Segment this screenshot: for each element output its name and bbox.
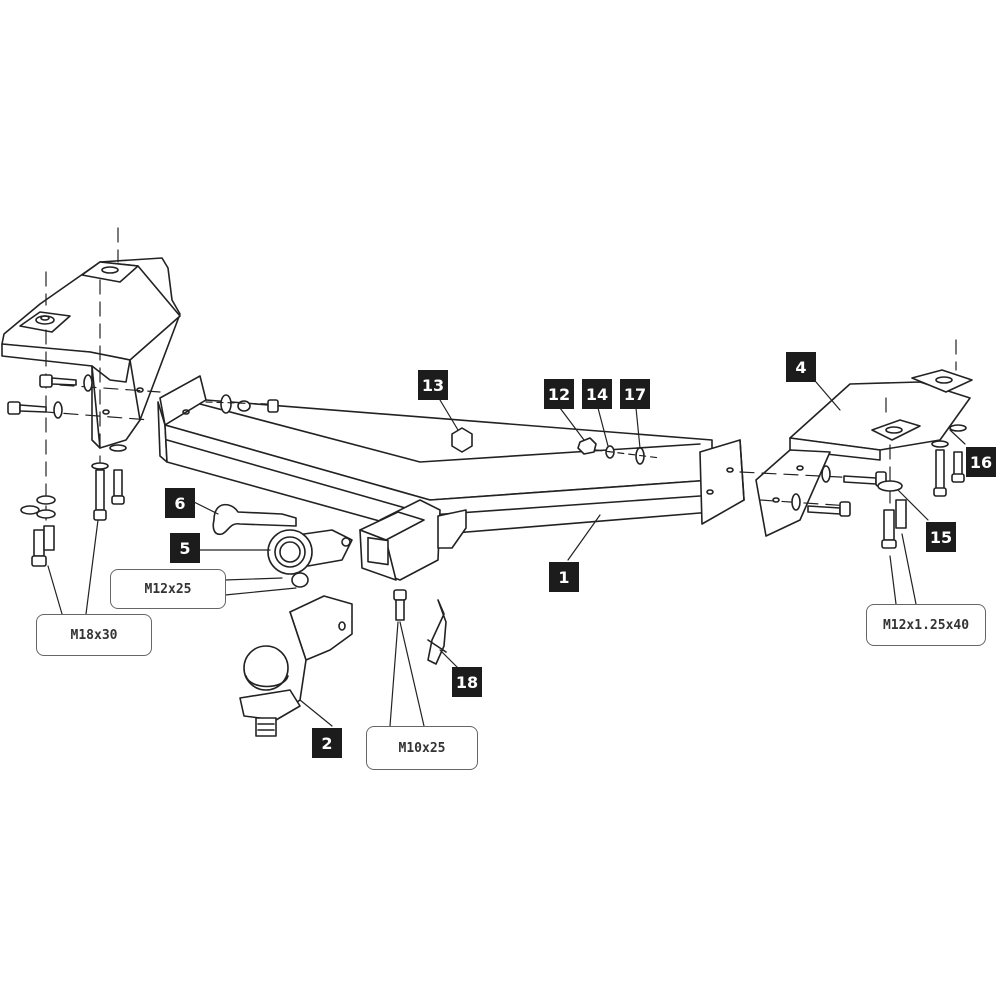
socket-plate-and-pin — [212, 503, 353, 588]
receiver-tube — [359, 499, 467, 581]
right-mounting-bracket — [755, 369, 973, 537]
size-label-m10x25: M10x25 — [366, 726, 478, 770]
callout-16: 16 — [966, 447, 996, 477]
main-cross-beam — [157, 375, 745, 536]
callout-5: 5 — [170, 533, 200, 563]
callout-2: 2 — [312, 728, 342, 758]
left-mounting-bracket — [1, 257, 181, 449]
ball-mount — [239, 595, 353, 737]
left-horizontal-bolts — [7, 374, 93, 419]
size-label-m12x25: M12x25 — [110, 569, 226, 609]
callout-4: 4 — [786, 352, 816, 382]
hitch-clip — [427, 599, 447, 665]
callout-18: 18 — [452, 667, 482, 697]
receiver-pin-bolt — [393, 589, 407, 621]
callout-6: 6 — [165, 488, 195, 518]
center-fasteners — [451, 427, 661, 465]
callout-13: 13 — [418, 370, 448, 400]
size-label-m12x125x40: M12x1.25x40 — [866, 604, 986, 646]
right-bolts — [791, 424, 967, 549]
callout-17: 17 — [620, 379, 650, 409]
left-vertical-bolts — [20, 444, 127, 567]
size-label-m18x30: M18x30 — [36, 614, 152, 656]
callout-12: 12 — [544, 379, 574, 409]
leader-lines — [47, 381, 966, 727]
callout-1: 1 — [549, 562, 579, 592]
callout-15: 15 — [926, 522, 956, 552]
beam-bolts-left — [205, 394, 279, 414]
callout-14: 14 — [582, 379, 612, 409]
